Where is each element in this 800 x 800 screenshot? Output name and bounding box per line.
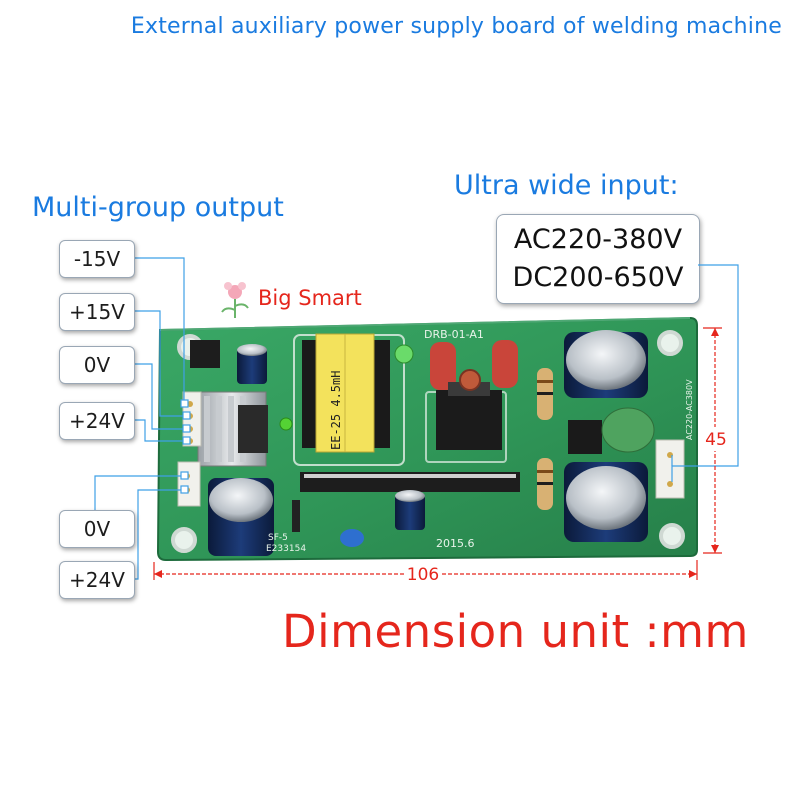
daughter-board [300,472,520,492]
cert-marking: E233154 [266,544,306,554]
connector-pin-markers [180,399,191,494]
ring-inductor [459,369,481,391]
input-side-marking: AC220-AC380V [685,379,694,440]
series-marking: SF-5 [268,533,288,543]
green-component [394,344,414,364]
date-marking: 2015.6 [436,537,475,550]
bridge-rectifier [568,420,602,454]
large-capacitors [564,330,648,542]
bottom-small-capacitor [395,490,425,530]
transformer [302,333,390,453]
mosfet [436,382,502,450]
heatsink [197,391,268,467]
small-capacitor [237,344,267,384]
output-label-pos24v-a: +24V [59,402,135,440]
resistors [537,368,553,510]
output-label-neg15v: -15V [59,240,135,278]
input-range-dc: DC200-650V [512,262,684,293]
input-connector [655,439,685,499]
ceramic-capacitor [340,529,364,547]
width-dimension: 106 [407,565,439,585]
model-marking: DRB-01-A1 [424,328,484,341]
transformer-marking: EE-25 4.5mH [329,371,343,450]
regulator-chip [190,340,220,368]
height-dimension: 45 [705,430,727,450]
pcb-board [156,316,698,562]
output-leader-lines [94,257,186,580]
led-indicator [279,417,293,431]
film-capacitors [430,340,518,390]
input-range-ac: AC220-380V [513,224,683,255]
output-label-pos15v: +15V [59,293,135,331]
brand-logo-icon [221,282,249,318]
dimension-unit-note: Dimension unit :mm [282,605,749,658]
page-title: External auxiliary power supply board of… [130,14,782,39]
output-label-0v-b: 0V [59,510,135,548]
dimension-arrows [154,328,719,578]
input-leader-line [671,264,739,482]
x-capacitor [601,407,655,453]
input-heading: Ultra wide input: [454,170,679,201]
output-capacitor [208,478,274,556]
output-label-0v-a: 0V [59,346,135,384]
output-label-pos24v-b: +24V [59,561,135,599]
input-range-box: AC220-380V DC200-650V [496,214,700,304]
diode [292,500,300,532]
output-heading: Multi-group output [32,192,284,223]
brand-name: Big Smart [258,286,362,310]
